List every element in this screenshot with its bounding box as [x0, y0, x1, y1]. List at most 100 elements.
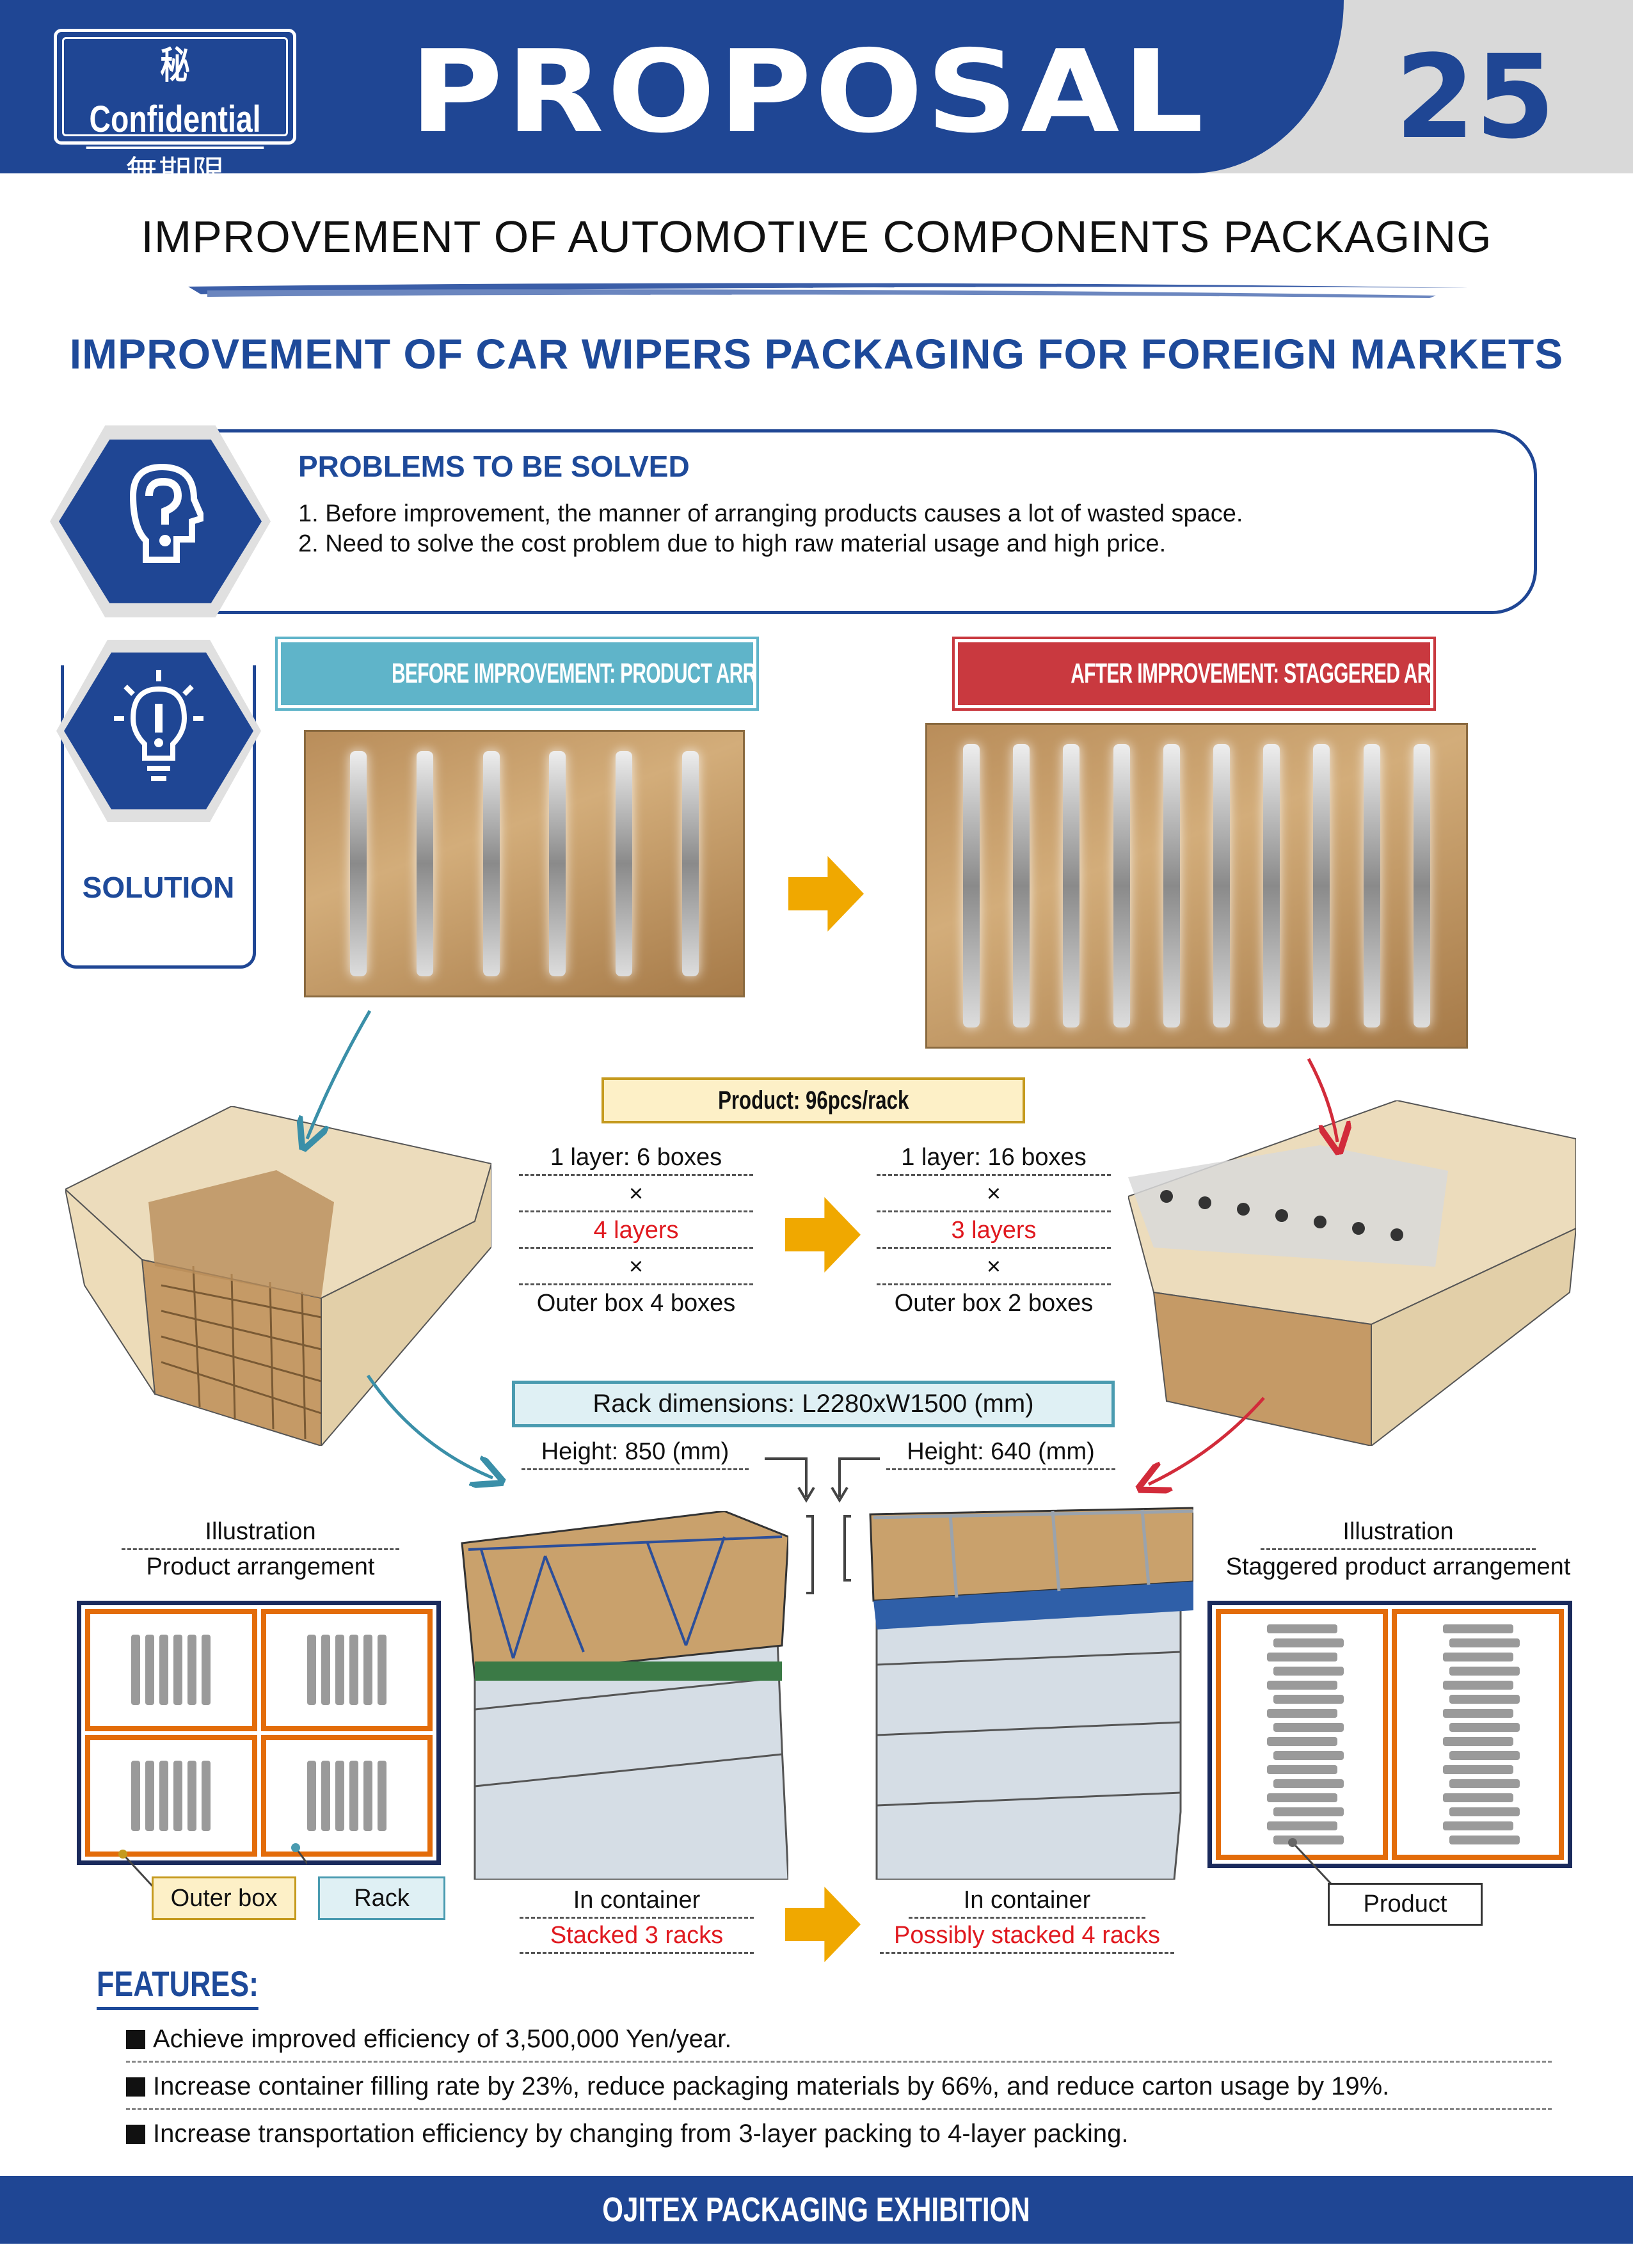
confidential-label: 秘 Confidential [86, 39, 264, 149]
wiper-product-glyph [377, 1760, 386, 1831]
container-after-caption: In container Possibly stacked 4 racks [880, 1883, 1174, 1954]
lightbulb-icon [114, 670, 203, 781]
before-label-text: BEFORE IMPROVEMENT: PRODUCT ARRANGEMENT [392, 658, 756, 689]
wiper-product-glyph [1449, 1667, 1520, 1676]
wiper-product-glyph [1273, 1695, 1344, 1704]
proposal-title: PROPOSAL [410, 26, 1207, 158]
arrow-right-icon [785, 1887, 861, 1962]
wiper-product-glyph [1442, 1821, 1513, 1830]
before-improvement-label: BEFORE IMPROVEMENT: PRODUCT ARRANGEMENT [275, 637, 759, 711]
wiper-product-glyph [1266, 1793, 1337, 1802]
after-photo [925, 723, 1468, 1049]
outer-box-cell [85, 1609, 257, 1731]
wiper-product-glyph [1442, 1709, 1513, 1718]
wiper-in-bag [349, 751, 367, 976]
problems-panel [217, 429, 1537, 614]
feature-item: Increase transportation efficiency by ch… [126, 2110, 1552, 2157]
after-layer-boxes: 1 layer: 16 boxes [877, 1139, 1111, 1176]
tag-leader-lines [118, 1843, 307, 1889]
wiper-product-glyph [145, 1635, 155, 1706]
bullet-square-icon [126, 2030, 145, 2049]
flow-arrows [0, 1010, 1633, 1497]
multiply-sign: × [519, 1176, 753, 1212]
outer-box-cell [85, 1734, 257, 1857]
after-layers: 3 layers [877, 1212, 1111, 1249]
stacked-racks-after: Possibly stacked 4 racks [880, 1919, 1174, 1954]
wiper-product-glyph [1266, 1653, 1337, 1661]
illustration-label: Illustration [122, 1515, 399, 1550]
wiper-in-bag [1313, 744, 1330, 1027]
wiper-product-glyph [1449, 1779, 1520, 1788]
subtitle: IMPROVEMENT OF CAR WIPERS PACKAGING FOR … [69, 330, 1564, 377]
illustration-description: Product arrangement [146, 1553, 375, 1580]
wiper-product-glyph [1442, 1624, 1513, 1633]
main-title: IMPROVEMENT OF AUTOMOTIVE COMPONENTS PAC… [141, 212, 1492, 262]
wiper-product-glyph [1273, 1638, 1344, 1647]
problem-item: 2. Need to solve the cost problem due to… [298, 530, 1167, 557]
feature-text: Achieve improved efficiency of 3,500,000… [153, 2025, 732, 2053]
multiply-sign: × [877, 1249, 1111, 1285]
lightbulb-hex [56, 640, 261, 822]
stacked-racks-before: Stacked 3 racks [520, 1919, 754, 1954]
product-tag: Product [1328, 1883, 1483, 1926]
wiper-in-bag [616, 751, 633, 976]
bullet-square-icon [126, 2125, 145, 2144]
rack-dimensions-box: Rack dimensions: L2280xW1500 (mm) [512, 1381, 1115, 1427]
confidential-stamp: 秘 Confidential 無期限 [54, 29, 296, 192]
wiper-product-glyph [321, 1760, 330, 1831]
after-container-rack [869, 1507, 1193, 1880]
wiper-in-bag [549, 751, 566, 976]
after-label-text: AFTER IMPROVEMENT: STAGGERED ARRANGEMENT [1071, 658, 1431, 689]
feature-text: Increase transportation efficiency by ch… [153, 2120, 1129, 2148]
height-after: Height: 640 (mm) [886, 1438, 1115, 1470]
staggered-arrangement-diagram [1207, 1601, 1572, 1868]
wiper-product-glyph [145, 1760, 155, 1831]
outer-box-tag: Outer box [152, 1876, 296, 1920]
wiper-product-glyph [1273, 1723, 1344, 1732]
illustration-right-caption: Illustration Staggered product arrangeme… [1197, 1515, 1600, 1583]
wiper-product-glyph [363, 1760, 372, 1831]
container-label: In container [909, 1883, 1145, 1919]
solution-panel [61, 665, 256, 969]
wiper-product-glyph [1442, 1765, 1513, 1774]
before-rack-3d-illustration [65, 1106, 491, 1446]
wiper-product-glyph [173, 1635, 183, 1706]
illustration-left-caption: Illustration Product arrangement [122, 1515, 399, 1583]
wiper-product-glyph [335, 1760, 344, 1831]
wiper-product-glyph [349, 1760, 358, 1831]
product-count-box: Product: 96pcs/rack [601, 1077, 1025, 1123]
wiper-product-glyph [1449, 1723, 1520, 1732]
wiper-product-glyph [349, 1635, 358, 1706]
illustration-label: Illustration [1261, 1515, 1536, 1550]
before-container-rack [461, 1511, 788, 1880]
multiply-sign: × [519, 1249, 753, 1285]
wiper-product-glyph [1266, 1765, 1337, 1774]
wiper-product-glyph [335, 1635, 344, 1706]
question-hex [50, 425, 271, 617]
wiper-product-glyph [307, 1760, 316, 1831]
wiper-product-glyph [1273, 1807, 1344, 1816]
problem-item: 1. Before improvement, the manner of arr… [298, 500, 1243, 527]
title-underline-swoosh [188, 283, 1468, 298]
wiper-product-glyph [1266, 1681, 1337, 1690]
arrow-right-icon [788, 856, 864, 932]
wiper-in-bag [1113, 744, 1130, 1027]
problems-heading: PROBLEMS TO BE SOLVED [298, 450, 690, 483]
wiper-product-glyph [1266, 1624, 1337, 1633]
product-leader-line [1288, 1838, 1339, 1892]
before-calculation-list: 1 layer: 6 boxes × 4 layers × Outer box … [519, 1139, 753, 1322]
wiper-in-bag [1013, 744, 1030, 1027]
illustration-description: Staggered product arrangement [1225, 1553, 1571, 1580]
wiper-product-glyph [1266, 1709, 1337, 1718]
after-rack-3d-illustration [1128, 1100, 1576, 1446]
container-label: In container [520, 1883, 754, 1919]
wiper-in-bag [1063, 744, 1080, 1027]
wiper-product-glyph [1442, 1681, 1513, 1690]
wiper-in-bag [482, 751, 500, 976]
before-photo [304, 730, 745, 997]
outer-box-cell [1392, 1609, 1564, 1860]
wiper-product-glyph [187, 1635, 197, 1706]
wiper-in-bag [963, 744, 980, 1027]
container-before-caption: In container Stacked 3 racks [520, 1883, 754, 1954]
question-head-icon [129, 464, 203, 563]
